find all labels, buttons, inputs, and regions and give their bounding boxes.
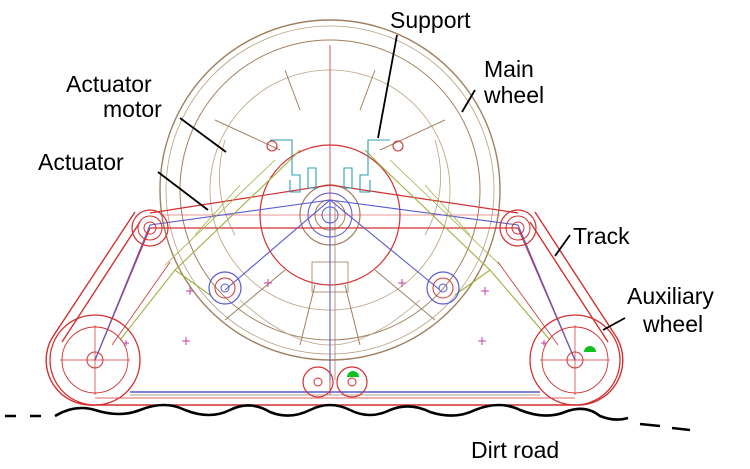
labels: Support Main wheel Actuator motor Actuat… — [38, 7, 714, 463]
label-auxiliary-wheel-line1: Auxiliary — [627, 283, 714, 309]
right-auxiliary-wheel — [529, 314, 621, 406]
callout-lines — [157, 34, 626, 331]
label-dirt-road: Dirt road — [471, 437, 559, 463]
left-auxiliary-wheel — [49, 314, 141, 406]
label-track: Track — [573, 223, 630, 249]
label-support: Support — [390, 7, 471, 33]
label-main-wheel-line2: wheel — [483, 82, 544, 108]
top-right-idler — [499, 209, 537, 247]
label-actuator: Actuator — [38, 149, 124, 175]
top-left-idler — [131, 209, 169, 247]
sensors — [347, 346, 596, 377]
markers — [123, 279, 547, 346]
left-mid-pulley — [208, 271, 242, 305]
label-actuator-motor-line1: Actuator — [66, 71, 152, 97]
track — [45, 211, 624, 406]
supports — [266, 139, 404, 193]
label-actuator-motor-line2: motor — [103, 96, 162, 122]
label-main-wheel-line1: Main — [484, 56, 534, 82]
linkages — [94, 149, 576, 380]
ground — [5, 403, 691, 432]
bottom-rollers — [302, 366, 368, 398]
right-mid-pulley — [426, 271, 460, 305]
label-auxiliary-wheel-line2: wheel — [642, 311, 703, 337]
